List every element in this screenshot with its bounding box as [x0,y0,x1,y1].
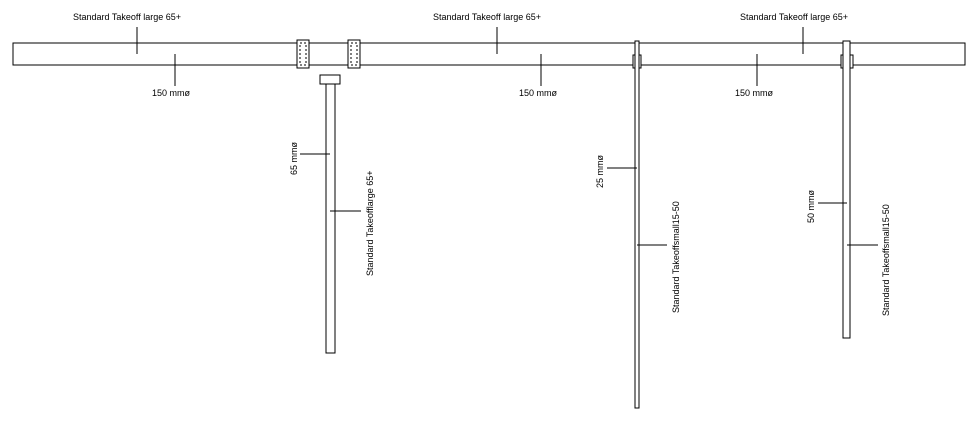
branch-duct-50[interactable] [842,40,851,339]
main-tag-left: Standard Takeoff large 65+ [73,12,181,22]
main-tag-right: Standard Takeoff large 65+ [740,12,848,22]
main-size-left: 150 mmø [152,88,191,98]
branch-50-size: 50 mmø [806,189,816,223]
branch-50-tag: Standard Takeoffsmall15-50 [881,204,891,316]
branch-25-size: 25 mmø [595,154,605,188]
branch-65-size: 65 mmø [289,141,299,175]
main-tag-mid: Standard Takeoff large 65+ [433,12,541,22]
branch-65-tag: Standard Takeofflarge 65+ [365,171,375,277]
main-duct[interactable] [12,42,966,66]
main-size-right: 150 mmø [735,88,774,98]
main-size-mid: 150 mmø [519,88,558,98]
branch-25-tag: Standard Takeoffsmall15-50 [671,201,681,313]
branch-duct-65[interactable] [325,83,336,354]
tee-fitting[interactable] [296,39,361,85]
branch-duct-25[interactable] [634,40,640,409]
